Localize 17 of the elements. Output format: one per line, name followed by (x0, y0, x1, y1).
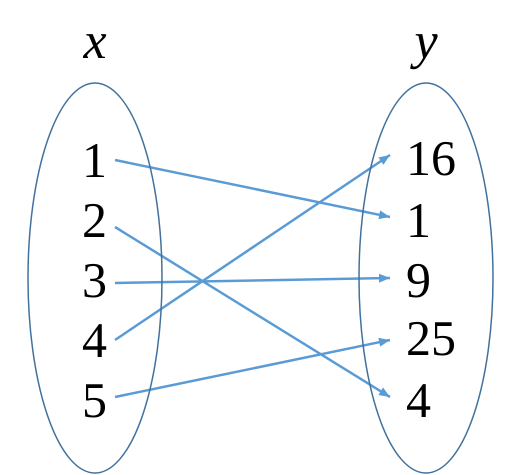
set-element: 16 (390, 128, 456, 188)
set-label: x (82, 12, 108, 72)
set-element: 1 (82, 130, 115, 190)
set-element: 5 (82, 370, 115, 430)
set-element: 4 (82, 310, 115, 370)
arrow (114, 154, 391, 342)
set-element: 25 (390, 308, 456, 368)
arrow (114, 226, 391, 398)
arrow (114, 338, 390, 398)
set-element: 3 (82, 250, 115, 310)
set-element: 1 (390, 190, 431, 250)
arrow (114, 274, 390, 284)
arrow (114, 158, 390, 220)
set-element: 4 (390, 370, 431, 430)
set-element: 2 (82, 190, 115, 250)
set-element: 9 (390, 250, 431, 310)
set-label: y (406, 12, 446, 72)
